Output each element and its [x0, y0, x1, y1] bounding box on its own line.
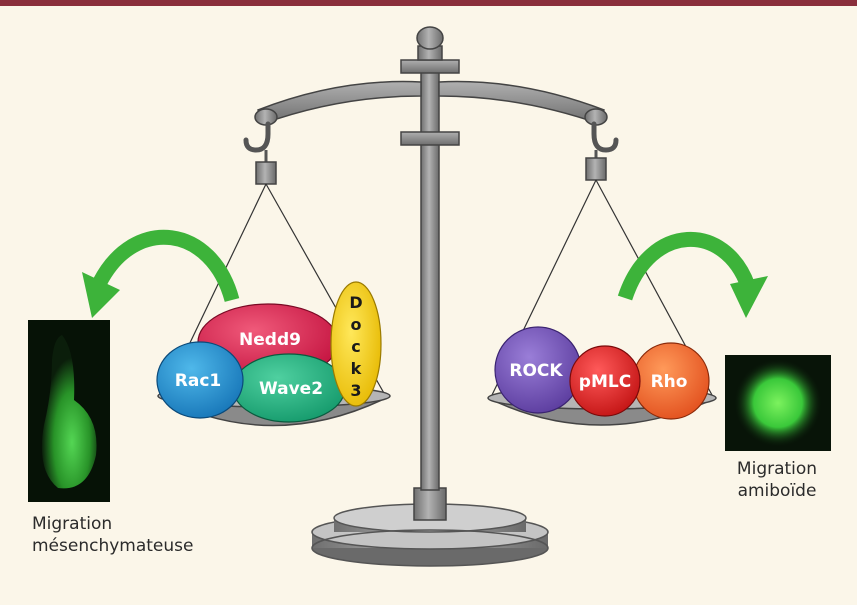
- dock3-letter-5: 3: [350, 381, 361, 400]
- dock3-letter-1: D: [349, 293, 362, 312]
- wave2-protein: Wave2: [232, 353, 346, 423]
- mesenchymal-caption-line-2: mésenchymateuse: [32, 536, 194, 556]
- left-curved-arrow-icon: [82, 229, 240, 318]
- rho-label: Rho: [651, 372, 688, 392]
- amoeboid-caption-line-1: Migration: [736, 459, 818, 479]
- rock-label: ROCK: [509, 361, 563, 381]
- rac1-label: Rac1: [175, 371, 221, 391]
- scale-beam: [243, 80, 619, 185]
- nedd9-label: Nedd9: [239, 330, 301, 350]
- amoeboid-cell-image: [725, 355, 831, 451]
- pmlc-protein: pMLC: [569, 345, 641, 417]
- amoeboid-caption-line-2: amiboïde: [737, 481, 817, 501]
- rho-protein: Rho: [632, 342, 710, 420]
- dock3-letter-3: c: [351, 337, 360, 356]
- dock3-letter-4: k: [351, 359, 362, 378]
- amoeboid-migration-caption: Migration amiboïde: [722, 458, 832, 502]
- dock3-letter-2: o: [351, 315, 362, 334]
- pmlc-label: pMLC: [579, 372, 631, 392]
- mesenchymal-caption-line-1: Migration: [32, 514, 113, 534]
- scale-stand: [311, 26, 549, 567]
- mesenchymal-migration-caption: Migration mésenchymateuse: [32, 513, 193, 557]
- mesenchymal-cell-image: [28, 320, 110, 502]
- top-border-bar: [0, 0, 857, 6]
- dock3-protein: D o c k 3: [330, 281, 382, 407]
- right-curved-arrow-icon: [617, 231, 768, 318]
- wave2-label: Wave2: [259, 379, 323, 399]
- rock-protein: ROCK: [494, 326, 582, 414]
- rac1-protein: Rac1: [156, 341, 244, 419]
